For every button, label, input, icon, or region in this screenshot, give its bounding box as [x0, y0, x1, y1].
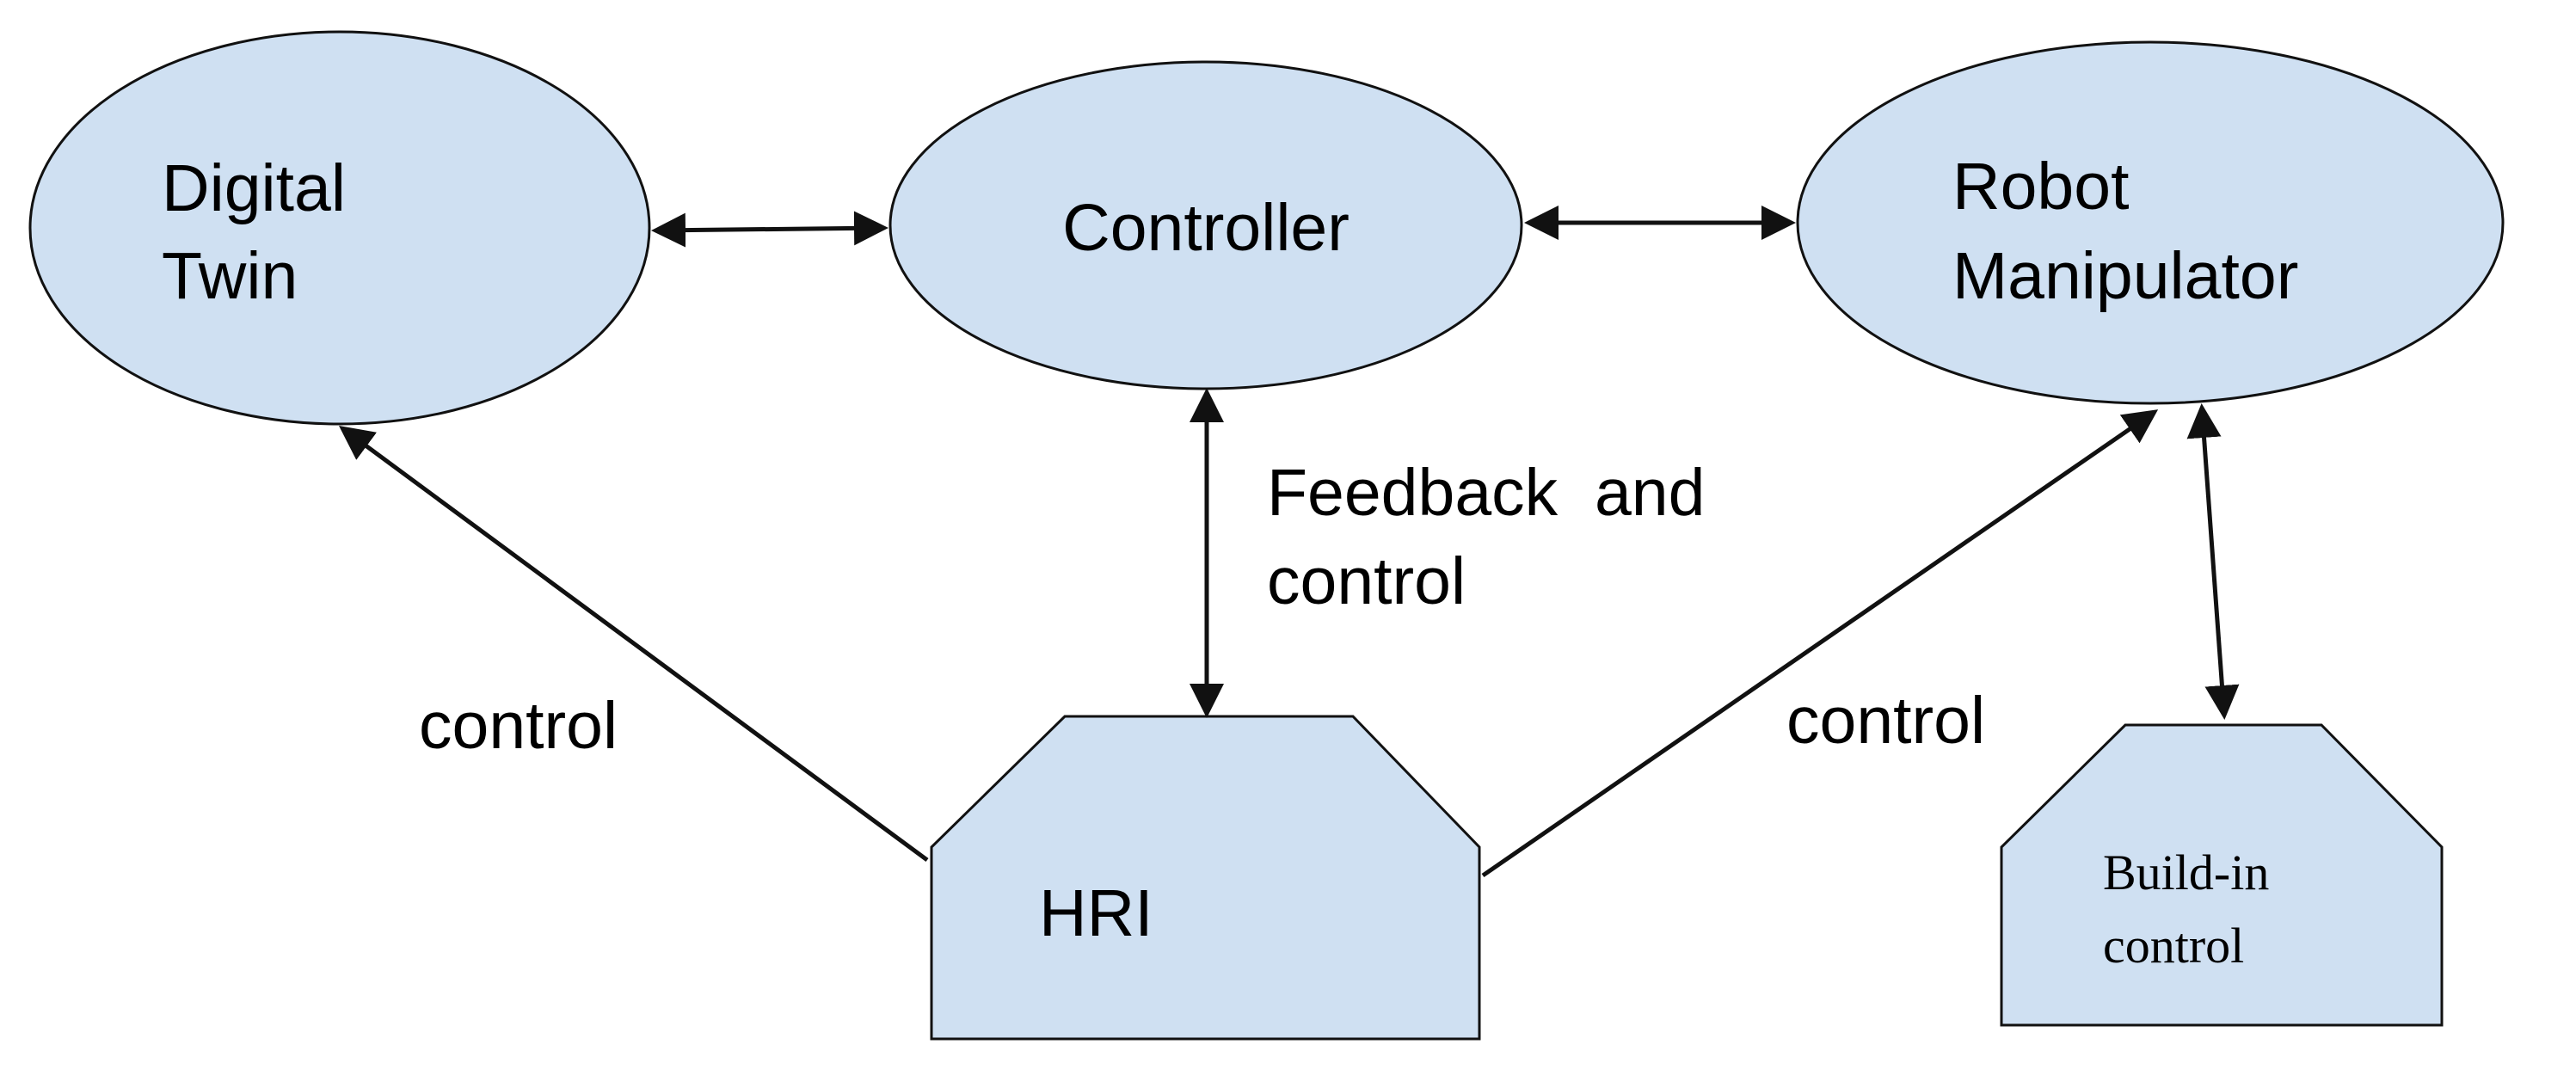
- build-in-control-label-line1: Build-in: [2103, 845, 2269, 900]
- edge-digital-twin-controller: [651, 211, 888, 248]
- digital-twin-label-line2: Twin: [162, 239, 298, 313]
- edge-label-control-right: control: [1786, 684, 1985, 758]
- controller-label: Controller: [1062, 191, 1349, 265]
- node-controller: Controller: [888, 60, 1523, 390]
- node-digital-twin: Digital Twin: [28, 30, 651, 426]
- build-in-control-box: [2000, 723, 2444, 1027]
- build-in-control-label-line2: control: [2103, 918, 2244, 974]
- digital-twin-ellipse: [28, 30, 651, 426]
- digital-twin-label-line1: Digital: [162, 151, 346, 225]
- node-robot-manipulator: Robot Manipulator: [1796, 40, 2505, 405]
- edge-label-feedback-line1: Feedback and: [1267, 456, 1705, 530]
- edge-label-feedback-line2: control: [1267, 544, 1466, 618]
- robot-manipulator-ellipse: [1796, 40, 2505, 405]
- edge-label-control-left: control: [419, 689, 618, 763]
- edge-hri-to-digital-twin: [338, 426, 929, 863]
- node-build-in-control: Build-in control: [2000, 723, 2444, 1027]
- hri-label: HRI: [1039, 876, 1153, 950]
- node-hri: HRI: [930, 715, 1481, 1041]
- robot-manipulator-label-line2: Manipulator: [1952, 239, 2298, 313]
- edge-hri-to-robot-manipulator: [1481, 409, 2159, 878]
- hri-box: [930, 715, 1481, 1041]
- edge-robot-manipulator-build-in-control: [2186, 403, 2240, 720]
- robot-manipulator-label-line1: Robot: [1952, 150, 2129, 224]
